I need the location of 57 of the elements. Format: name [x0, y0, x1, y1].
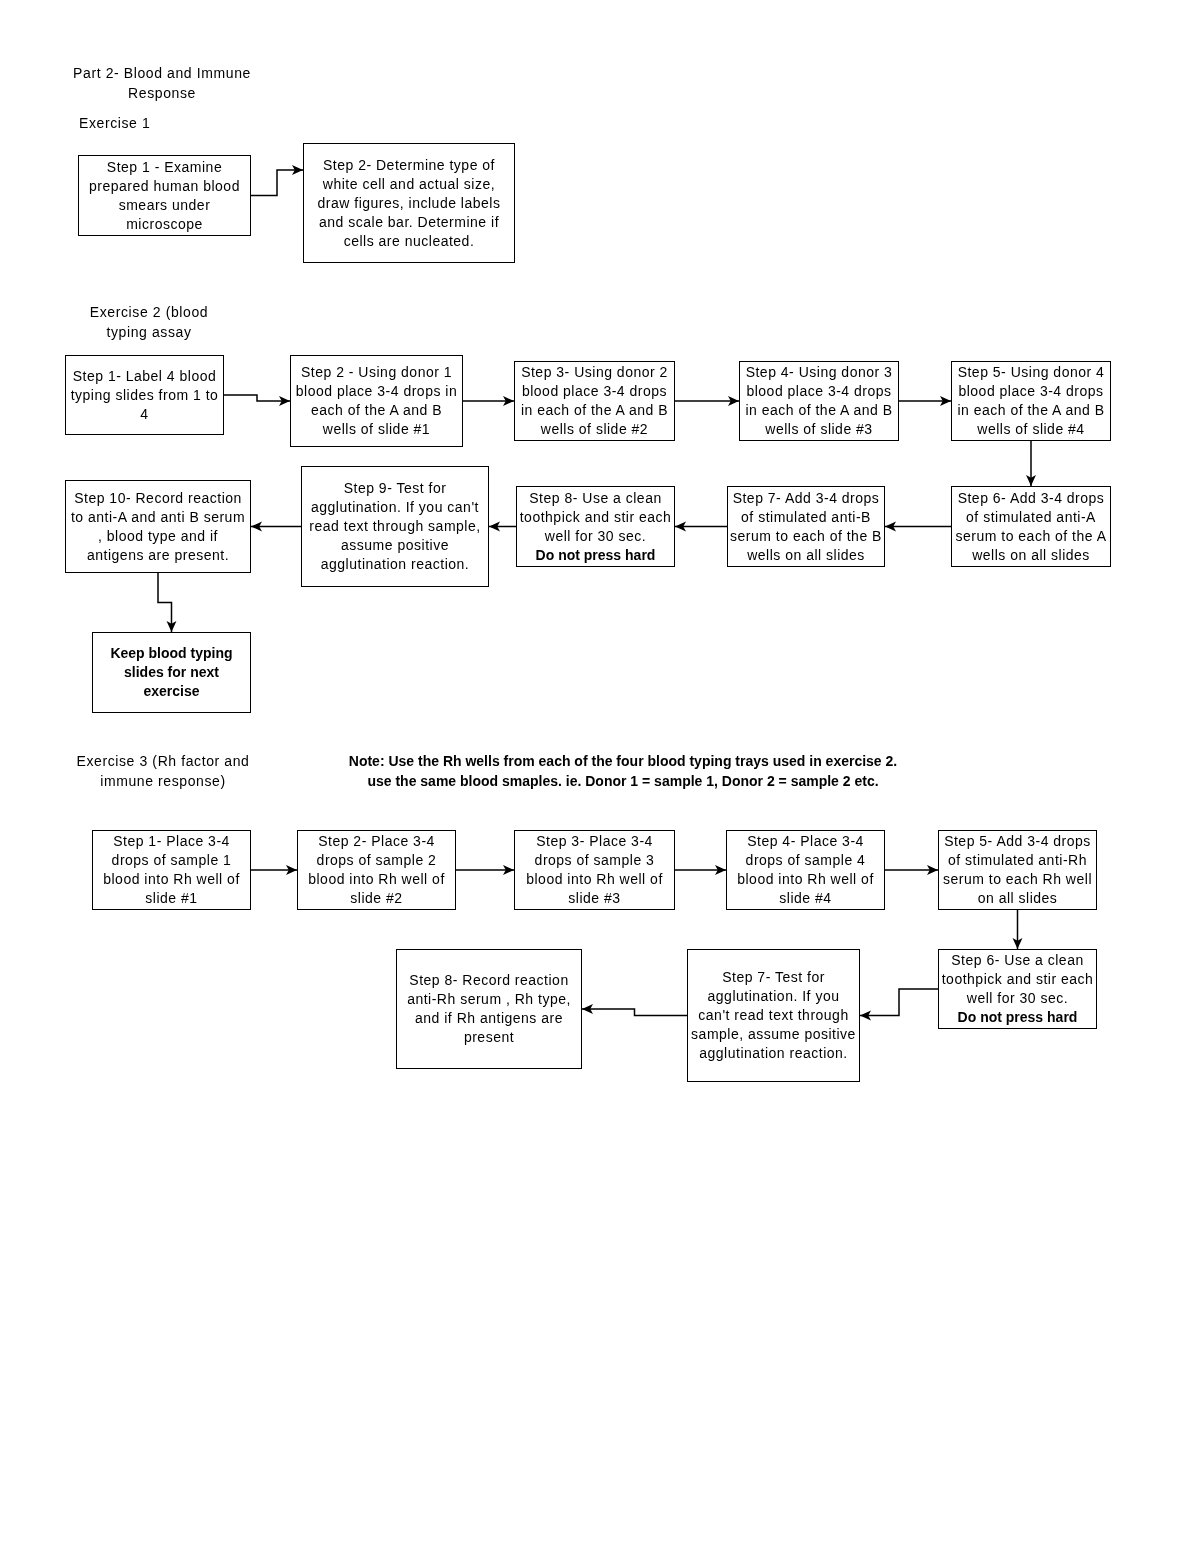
process-box: [65, 355, 224, 435]
process-box: [78, 155, 251, 236]
arrow: [488, 521, 517, 532]
arrow: [455, 865, 515, 875]
step-text: Step 4- Place 3-4 drops of sample 4 blood into Rh well of slide #4: [736, 832, 875, 908]
step-text: Step 7- Test for agglutination. If you can't read text through sample, assume positive agglutination reaction.: [690, 968, 857, 1063]
section-heading: Exercise 1: [79, 114, 152, 133]
step-text: Step 5- Using donor 4 blood place 3-4 drops in each of the A and B wells of slide #4: [956, 363, 1106, 439]
process-box: [687, 949, 860, 1082]
step-text: Step 6- Use a clean toothpick and stir each well for 30 sec. Do not press hard: [941, 951, 1094, 1027]
step-text: Step 8- Record reaction anti-Rh serum , Rh type, and if Rh antigens are present: [406, 971, 572, 1047]
note-text: Note: Use the Rh wells from each of the four blood typing trays used in exercise 2. use the same blood smaples. ie. Donor 1 = sample 1, Donor 2 = sample 2 etc.: [347, 752, 899, 791]
process-box: [297, 830, 456, 910]
process-box: [301, 466, 489, 587]
step-text: Step 8- Use a clean toothpick and stir each well for 30 sec. Do not press hard: [519, 488, 672, 565]
process-box: [396, 949, 582, 1069]
step-text: Step 2 - Using donor 1 blood place 3-4 drops in each of the A and B wells of slide #1: [294, 363, 459, 439]
step-text: Step 7- Add 3-4 drops of stimulated anti-B serum to each of the B wells on all slides: [730, 488, 882, 565]
process-box: [65, 480, 251, 573]
process-box: [92, 632, 251, 713]
arrow: [674, 521, 728, 532]
arrow: [898, 396, 952, 406]
section-heading: Exercise 2 (blood typing assay: [88, 303, 210, 342]
arrow: [859, 988, 939, 1021]
process-box: [514, 830, 675, 910]
arrow: [884, 865, 939, 875]
section-heading: Exercise 3 (Rh factor and immune response): [75, 752, 251, 791]
arrow: [1012, 909, 1023, 950]
process-box: [726, 830, 885, 910]
process-box: [92, 830, 251, 910]
step-text: Step 1- Label 4 blood typing slides from 1 to 4: [69, 366, 220, 424]
step-text: Keep blood typing slides for next exercise: [109, 644, 234, 701]
arrow: [223, 394, 291, 406]
step-text: Step 10- Record reaction to anti-A and anti B serum , blood type and if antigens are present.: [69, 488, 247, 565]
process-box: [303, 143, 515, 263]
arrow: [250, 165, 304, 197]
process-box: [290, 355, 463, 447]
arrow: [674, 396, 740, 406]
step-text: Step 2- Determine type of white cell and actual size, draw figures, include labels and scale bar. Determine if cells are nucleated.: [316, 155, 502, 251]
step-text: Step 1- Place 3-4 drops of sample 1 blood into Rh well of slide #1: [102, 832, 241, 908]
step-text: Step 6- Add 3-4 drops of stimulated anti-A serum to each of the A wells on all slides: [954, 488, 1108, 565]
arrow: [884, 521, 952, 532]
arrow: [250, 521, 302, 532]
arrow: [1026, 440, 1036, 487]
step-text: Step 1 - Examine prepared human blood smears under microscope: [88, 157, 241, 234]
step-text: Step 2- Place 3-4 drops of sample 2 blood into Rh well of slide #2: [307, 832, 446, 908]
step-text: Step 4- Using donor 3 blood place 3-4 drops in each of the A and B wells of slide #3: [744, 363, 894, 439]
arrow: [674, 865, 727, 875]
arrow: [157, 572, 177, 633]
step-text: Step 5- Add 3-4 drops of stimulated anti-Rh serum to each Rh well on all slides: [942, 832, 1093, 908]
step-text: Step 3- Using donor 2 blood place 3-4 drops in each of the A and B wells of slide #2: [519, 363, 670, 439]
page-title: Part 2- Blood and Immune Response: [72, 64, 252, 103]
arrow: [581, 1004, 688, 1017]
arrow: [250, 865, 298, 875]
step-text: Step 3- Place 3-4 drops of sample 3 blood into Rh well of slide #3: [525, 832, 664, 908]
arrow: [462, 396, 515, 406]
step-text: Step 9- Test for agglutination. If you can't read text through sample, assume positive agglutination reaction.: [308, 479, 482, 574]
